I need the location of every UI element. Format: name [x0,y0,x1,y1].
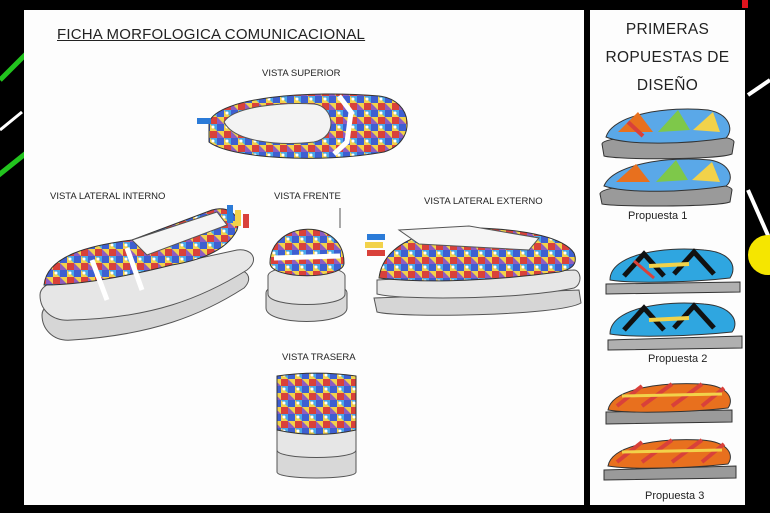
white-stroke [746,78,770,97]
proposals-title-line-3: DISEÑO [636,77,699,94]
yellow-circle [748,235,770,275]
proposal-1-label: Propuesta 1 [628,210,688,222]
label-vista-lateral-interno: VISTA LATERAL INTERNO [50,191,166,202]
shoe-top-view [197,93,408,159]
proposals-title: PRIMERAS ROPUESTAS DE DISEÑO [590,16,745,100]
shoe-lateral-interno-view [39,205,254,341]
shoe-front-view [265,208,348,322]
proposals-panel: PRIMERAS ROPUESTAS DE DISEÑO Propuesta 1… [590,10,745,505]
proposals-title-line-1: PRIMERAS [625,21,710,38]
shoe-rear-view [276,372,357,479]
proposal-3-label: Propuesta 3 [645,490,705,502]
proposals-title-line-2: ROPUESTAS DE [605,49,730,66]
red-mark [742,0,748,8]
shoe-lateral-externo-view [365,225,582,316]
label-vista-frente: VISTA FRENTE [274,191,341,202]
proposal-2-label: Propuesta 2 [648,353,708,365]
label-vista-lateral-externo: VISTA LATERAL EXTERNO [424,196,543,207]
white-stroke [0,110,23,132]
proposal-1-shoes [599,108,735,207]
proposal-2-shoes [605,248,743,351]
label-vista-trasera: VISTA TRASERA [282,352,356,363]
morphology-sheet: FICHA MORFOLOGICA COMUNICACIONAL VISTA S… [24,10,584,505]
sheet-title: FICHA MORFOLOGICA COMUNICACIONAL [57,26,366,43]
label-vista-superior: VISTA SUPERIOR [262,68,341,79]
white-stroke [746,189,770,241]
proposal-3-shoes [603,382,737,481]
